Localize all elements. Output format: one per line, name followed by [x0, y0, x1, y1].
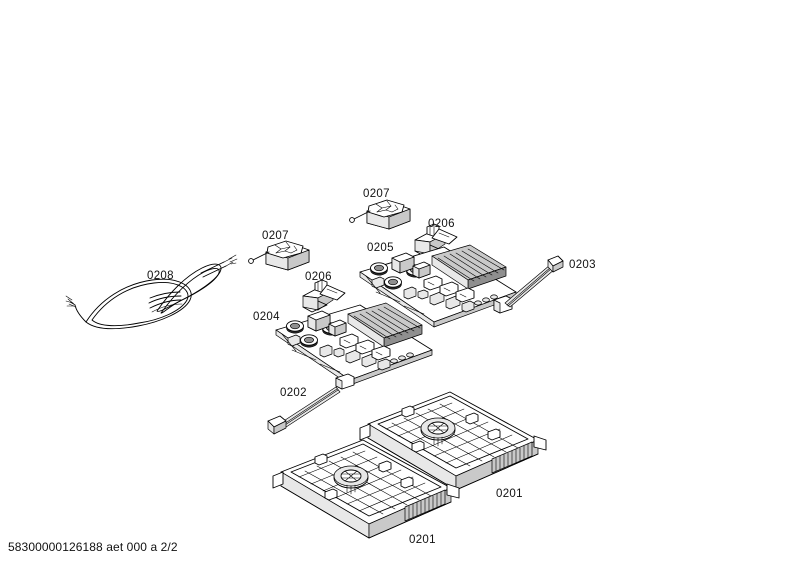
part-0202-ribbon-cable-connector — [267, 386, 341, 435]
part-0201-induction-coil-housing-right — [359, 391, 547, 491]
part-label-0201-right: 0201 — [496, 488, 523, 500]
part-0207-cooling-fan-left — [248, 240, 310, 271]
part-label-0202: 0202 — [280, 387, 307, 399]
part-0206-mounting-bracket-right — [414, 223, 458, 257]
part-label-0204: 0204 — [253, 311, 280, 323]
part-label-0207-left: 0207 — [262, 230, 289, 242]
part-0207-cooling-fan-right — [349, 199, 411, 230]
part-label-0201-left: 0201 — [409, 534, 436, 546]
part-0206-mounting-bracket-left — [302, 279, 346, 313]
part-label-0207-right: 0207 — [363, 188, 390, 200]
part-0205-power-module-pcb — [359, 244, 517, 328]
part-0204-power-module-pcb — [275, 302, 433, 390]
part-0201-induction-coil-housing-left — [272, 439, 460, 539]
part-label-0203: 0203 — [569, 259, 596, 271]
part-0203-ribbon-cable-connector — [504, 255, 564, 308]
part-label-0208: 0208 — [147, 270, 174, 282]
part-label-0206-left: 0206 — [305, 271, 332, 283]
part-label-0205: 0205 — [367, 242, 394, 254]
document-footer-id: 58300000126188 aet 000 a 2/2 — [8, 540, 178, 554]
part-label-0206-right: 0206 — [428, 218, 455, 230]
part-0208-power-cable — [65, 254, 238, 330]
